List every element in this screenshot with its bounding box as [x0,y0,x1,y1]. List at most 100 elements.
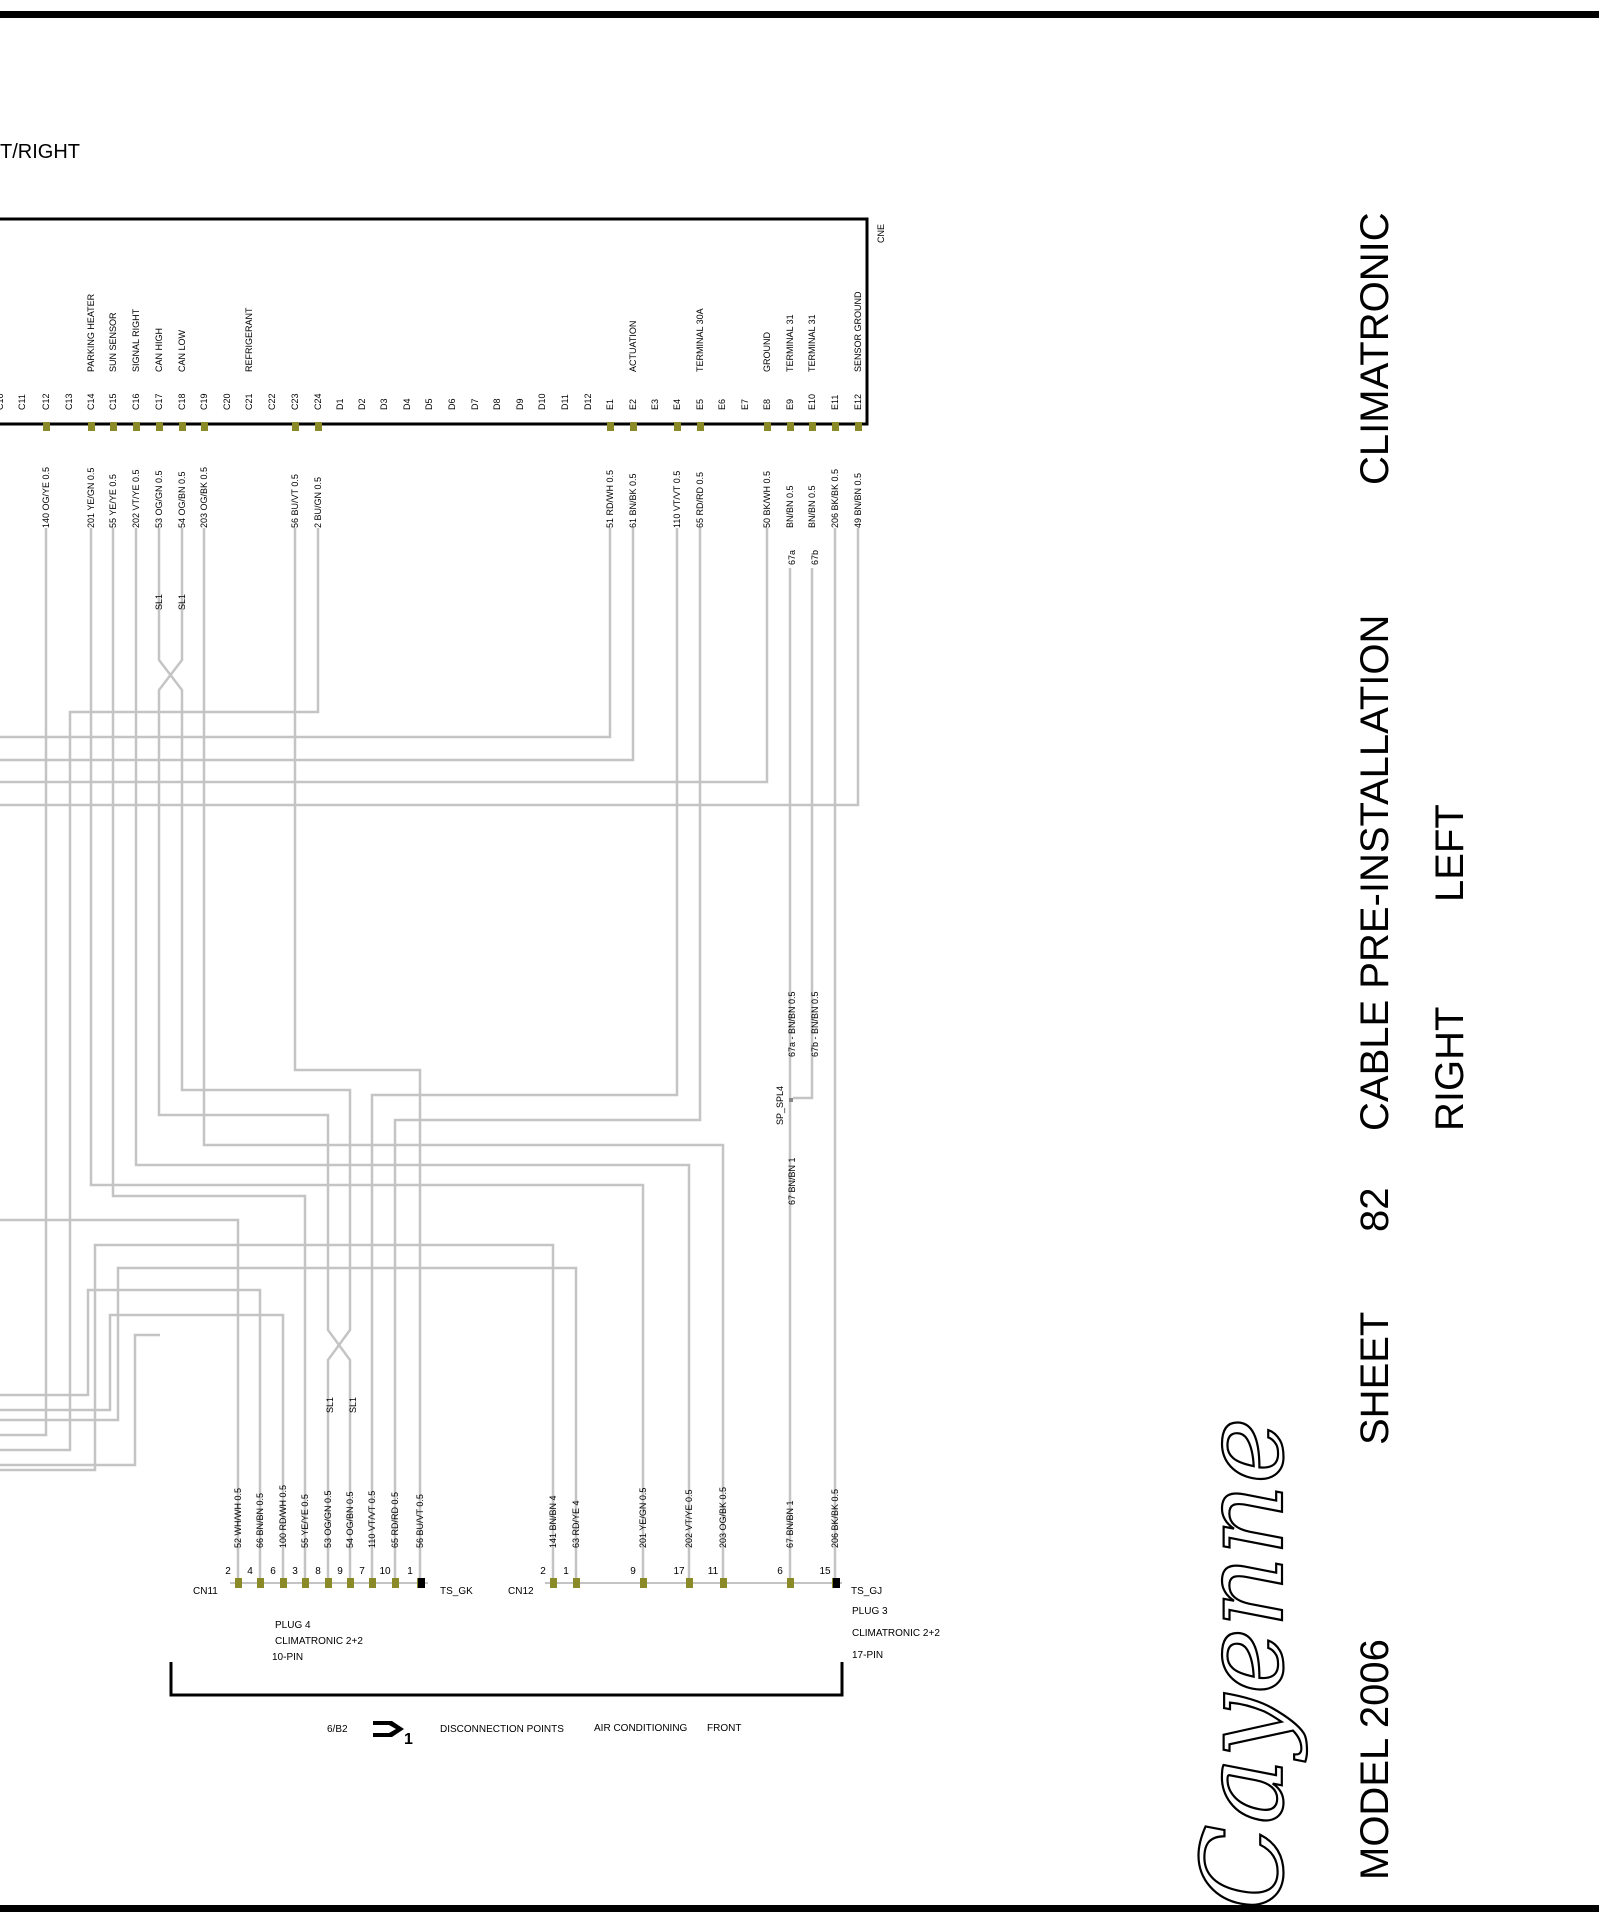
pin-wire-label: 65 RD/RD 0.5 [695,472,705,528]
connector-terminal [720,1578,727,1588]
pin-id: E7 [740,399,750,410]
pin-wire-label: 53 OG/GN 0.5 [154,470,164,528]
pin-function-label: CAN HIGH [154,328,164,372]
pin-id: D9 [515,398,525,410]
connector-terminal [280,1578,287,1588]
splice-tag-upper-right: SL1 [177,594,187,610]
connector-pin-number: 15 [819,1566,831,1577]
unit-pin: C11 [17,394,27,410]
pin-wire-label: 201 YE/GN 0.5 [86,468,96,528]
connector-pin: 15 206 BK/BK 0.5 [819,1489,840,1588]
pin-wire-label: 55 YE/YE 0.5 [108,474,118,528]
wire [0,528,769,784]
wire [393,528,702,1578]
title-side-right: RIGHT [1428,1007,1472,1131]
unit-pin: D1 [335,398,345,410]
connector-terminal [325,1578,332,1588]
unit-pin: D6 [447,398,457,410]
connector-pin-number: 17 [673,1566,685,1577]
wire [157,528,352,1578]
pin-wire-label: 202 VT/YE 0.5 [131,469,141,528]
connector-wire-label: 203 OG/BK 0.5 [718,1487,728,1548]
connector-pin-number: 3 [292,1566,298,1577]
unit-pin: C20 [222,393,232,410]
pin-function-label: TERMINAL 31 [785,314,795,372]
pin-id: E10 [807,394,817,410]
pin-wire-label: 2 BU/GN 0.5 [313,477,323,528]
cn11-desc-line3: 10-PIN [272,1652,303,1663]
connector-pin: 252 WH/WH 0.5 [225,1488,243,1588]
wire [0,528,320,1452]
wire [0,528,860,807]
connector-pin-number: 2 [225,1566,231,1577]
pin-terminal [832,422,839,431]
pin-id: E12 [853,394,863,410]
pin-wire-label: 61 BN/BK 0.5 [628,473,638,528]
connector-wire-label: 100 RD/WH 0.5 [278,1485,288,1548]
splice-tag-e9: 67a [787,550,797,565]
pin-id: E3 [650,399,660,410]
connector-wire-label: 56 BU/VT 0.5 [415,1494,425,1548]
pin-id: D10 [537,393,547,410]
connector-pin-number: 2 [540,1566,546,1577]
pin-terminal [292,422,299,431]
pin-terminal [697,422,704,431]
connector-pin-number: 10 [379,1566,391,1577]
unit-tag: CNE [876,224,886,243]
connector-wire-label: 206 BK/BK 0.5 [830,1489,840,1548]
connector-wire-label: 110 VT/VT 0.5 [367,1491,377,1548]
unit-pin: D11 [560,394,570,410]
wire [293,528,422,1578]
pin-id: C15 [108,393,118,410]
pin-function-label: CAN LOW [177,329,187,372]
splice-wire-a: 67a - BN/BN 0.5 [787,991,797,1057]
connector-pin: 163 RD/YE 4 [563,1500,581,1588]
connector-wire-label: 54 OG/BN 0.5 [345,1491,355,1548]
splice-tag-e10: 67b [810,550,820,565]
pin-id: E5 [695,399,705,410]
pin-terminal [179,422,186,431]
pin-id: C12 [41,393,51,410]
unit-pin: D10 [537,393,547,410]
connector-terminal [573,1578,580,1588]
pin-id: E11 [830,395,840,410]
splice-tag-lower-right: SL1 [348,1397,358,1413]
splice-tag-upper-left: SL1 [154,594,164,610]
pin-id: D12 [583,393,593,410]
unit-pin: D4 [402,398,412,410]
pin-wire-label: BN/BN 0.5 [785,485,795,528]
splice-wire-b: 67b - BN/BN 0.5 [810,991,820,1057]
connector-pin: 954 OG/BN 0.5 [337,1491,355,1588]
connector-pin: 466 BN/BN 0.5 [247,1493,265,1588]
connector-wire-label: 53 OG/GN 0.5 [323,1490,333,1548]
splice-wire-out: 67 BN/BN 1 [787,1157,797,1205]
pin-terminal [156,422,163,431]
pin-function-label: SUN SENSOR [108,312,118,372]
pin-wire-label: 140 OG/YE 0.5 [41,467,51,528]
pin-terminal [630,422,637,431]
wire [370,528,679,1578]
pin-id: E8 [762,399,772,410]
cn11-name: CN11 [193,1586,218,1597]
pin-terminal [88,422,95,431]
pin-id: E9 [785,399,795,410]
connector-wire-label: 63 RD/YE 4 [571,1500,581,1548]
pin-terminal [110,422,117,431]
wire [793,568,814,1100]
unit-pin: C13 [64,393,74,410]
pin-id: C17 [154,393,164,410]
unit-pin: C10 [0,393,5,410]
unit-pin: C17 CAN HIGH 53 OG/GN 0.5 [154,328,164,528]
connector-wire-label: 66 BN/BN 0.5 [255,1493,265,1548]
unit-pin: C15 SUN SENSOR 55 YE/YE 0.5 [108,312,118,528]
wire [111,528,307,1578]
